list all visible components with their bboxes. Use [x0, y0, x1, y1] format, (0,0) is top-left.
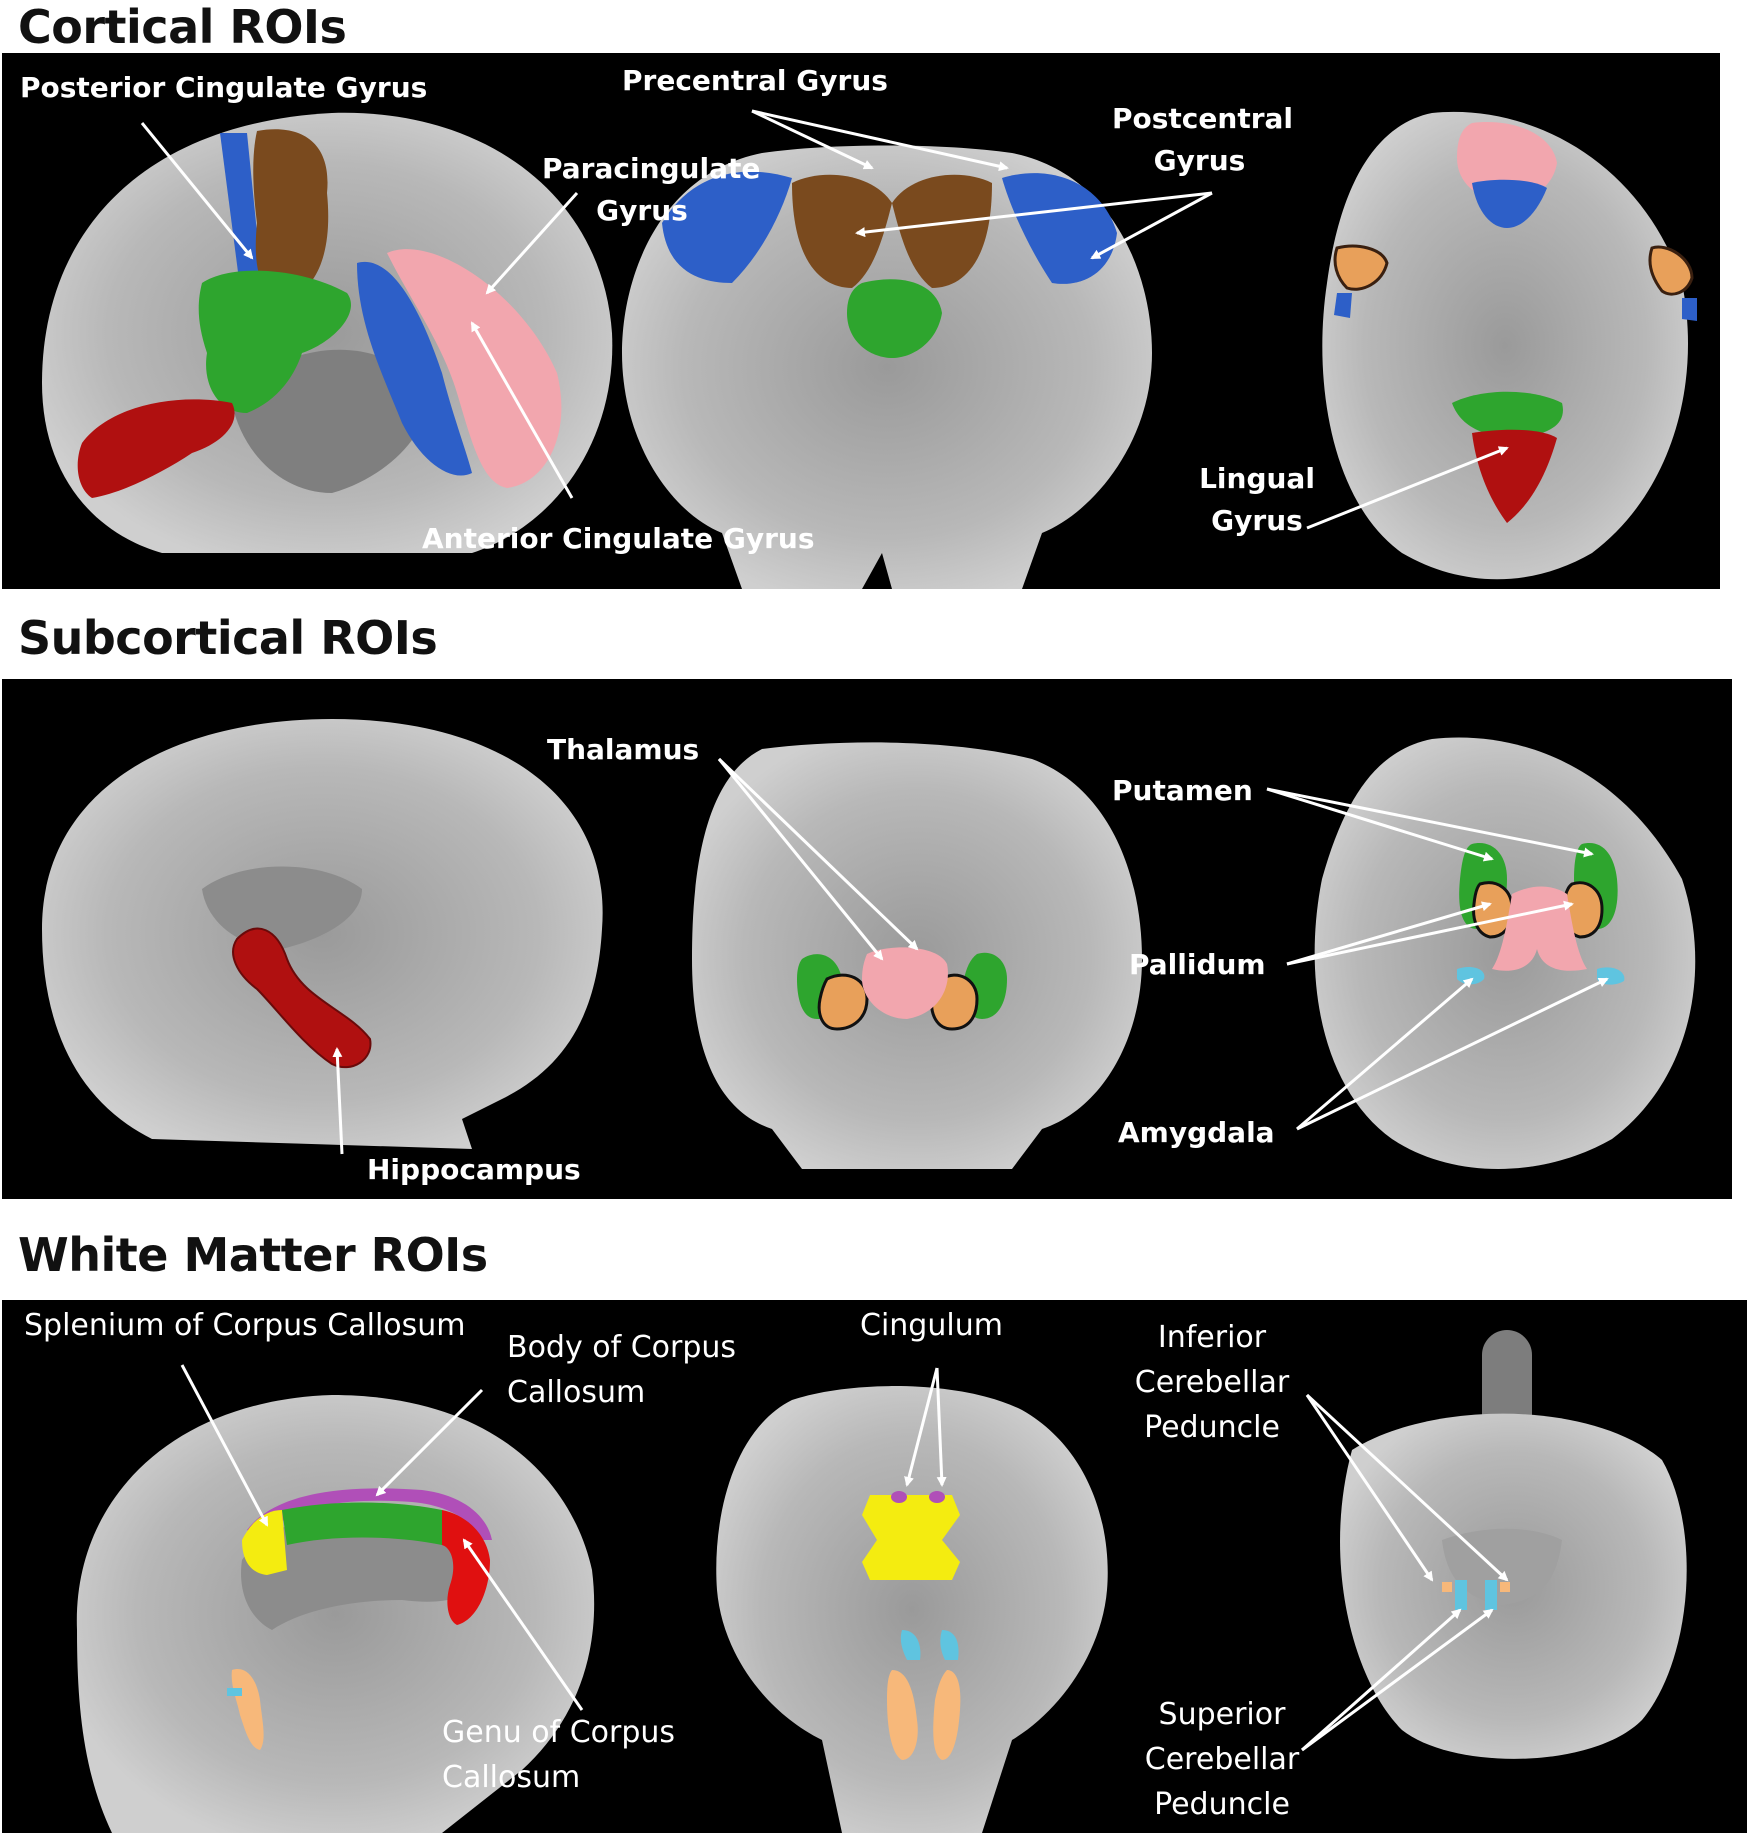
white-matter-panel: Splenium of Corpus Callosum Body of Corp… — [2, 1300, 1747, 1833]
roi-brown-precentral — [253, 129, 329, 299]
label-splenium: Splenium of Corpus Callosum — [24, 1308, 466, 1343]
label-paracingulate: Paracingulate Gyrus — [542, 152, 761, 227]
roi-cyan-left — [227, 1688, 242, 1696]
cortical-sagittal-slice — [42, 112, 613, 554]
white-matter-coronal-slice — [716, 1386, 1108, 1833]
roi-peach-right — [933, 1670, 961, 1760]
label-putamen: Putamen — [1112, 774, 1253, 807]
cortical-title: Cortical ROIs — [18, 0, 347, 54]
label-pallidum: Pallidum — [1129, 948, 1266, 981]
cortical-arrows — [140, 109, 1509, 530]
cortical-panel: Posterior Cingulate Gyrus Precentral Gyr… — [2, 53, 1720, 589]
roi-red-genu — [442, 1510, 490, 1625]
roi-green-posterior-cingulate — [1452, 391, 1563, 438]
label-anterior-cingulate: Anterior Cingulate Gyrus — [422, 522, 815, 555]
roi-magenta-cingulum-right — [929, 1491, 945, 1503]
roi-pink-thalamus — [862, 947, 948, 1019]
label-body-cc: Body of Corpus Callosum — [507, 1330, 737, 1410]
roi-red-hippocampus — [232, 927, 372, 1069]
subcortical-panel: Thalamus Putamen Pallidum Amygdala Hippo… — [2, 679, 1732, 1199]
subcortical-sagittal-slice — [42, 719, 603, 1149]
label-hippocampus: Hippocampus — [367, 1153, 581, 1186]
roi-cyan-superior-right — [1485, 1580, 1497, 1610]
roi-cyan-superior-left — [1455, 1580, 1467, 1610]
roi-blue-postcentral-right — [1002, 173, 1117, 284]
label-amygdala: Amygdala — [1118, 1116, 1275, 1149]
label-lingual: Lingual Gyrus — [1199, 462, 1315, 537]
subcortical-arrows — [332, 757, 1609, 1155]
roi-brown-precentral-left — [792, 174, 892, 288]
white-matter-title: White Matter ROIs — [18, 1228, 488, 1282]
roi-orange-right — [1648, 245, 1694, 296]
subcortical-brain-slices — [42, 719, 1696, 1169]
label-posterior-cingulate: Posterior Cingulate Gyrus — [20, 71, 428, 104]
roi-blue-right — [1682, 298, 1697, 321]
cortical-coronal-slice — [622, 145, 1152, 589]
roi-orange-pallidum-left — [817, 973, 869, 1031]
roi-yellow-splenium — [242, 1510, 287, 1575]
label-postcentral: Postcentral Gyrus — [1112, 102, 1294, 177]
roi-blue-postcentral-left — [662, 171, 792, 283]
roi-blue-anterior-cingulate — [357, 261, 472, 476]
roi-pink-paracingulate — [387, 249, 562, 488]
roi-green-posterior-cingulate — [847, 279, 942, 358]
label-superior-cerebellar: Superior Cerebellar Peduncle — [1144, 1697, 1300, 1822]
roi-blue-anterior-cingulate — [1472, 179, 1547, 228]
roi-cyan-right — [940, 1630, 959, 1660]
roi-peach-inferior-left — [1442, 1582, 1452, 1592]
label-inferior-cerebellar: Inferior Cerebellar Peduncle — [1134, 1320, 1290, 1445]
roi-blue-left — [1334, 293, 1352, 318]
roi-blue-postcentral — [220, 133, 264, 303]
white-matter-axial-slice — [1340, 1330, 1687, 1759]
white-matter-brain-slices — [76, 1330, 1687, 1833]
subcortical-title: Subcortical ROIs — [18, 611, 438, 665]
roi-yellow-cingulum-body — [862, 1495, 960, 1580]
label-thalamus: Thalamus — [547, 733, 700, 766]
roi-brown-precentral-right — [892, 174, 992, 288]
subcortical-coronal-slice — [692, 742, 1142, 1169]
label-precentral: Precentral Gyrus — [622, 64, 888, 97]
roi-peach-inferior-right — [1500, 1582, 1510, 1592]
roi-peach-left — [887, 1670, 918, 1760]
label-genu: Genu of Corpus Callosum — [442, 1715, 676, 1795]
cortical-axial-slice — [1322, 111, 1697, 580]
roi-red-lingual — [77, 399, 235, 498]
cortical-brain-slices — [42, 109, 1697, 589]
label-cingulum: Cingulum — [860, 1308, 1003, 1343]
roi-green-posterior-cingulate — [198, 270, 351, 413]
subcortical-axial-slice — [1314, 737, 1696, 1169]
roi-cyan-left — [900, 1630, 921, 1660]
roi-green-body-cc — [282, 1502, 442, 1545]
white-matter-arrows — [180, 1364, 1509, 1752]
white-matter-sagittal-slice — [76, 1395, 595, 1833]
roi-magenta-cingulum — [247, 1488, 492, 1540]
roi-orange-left — [1333, 244, 1389, 291]
roi-magenta-cingulum-left — [891, 1491, 907, 1503]
